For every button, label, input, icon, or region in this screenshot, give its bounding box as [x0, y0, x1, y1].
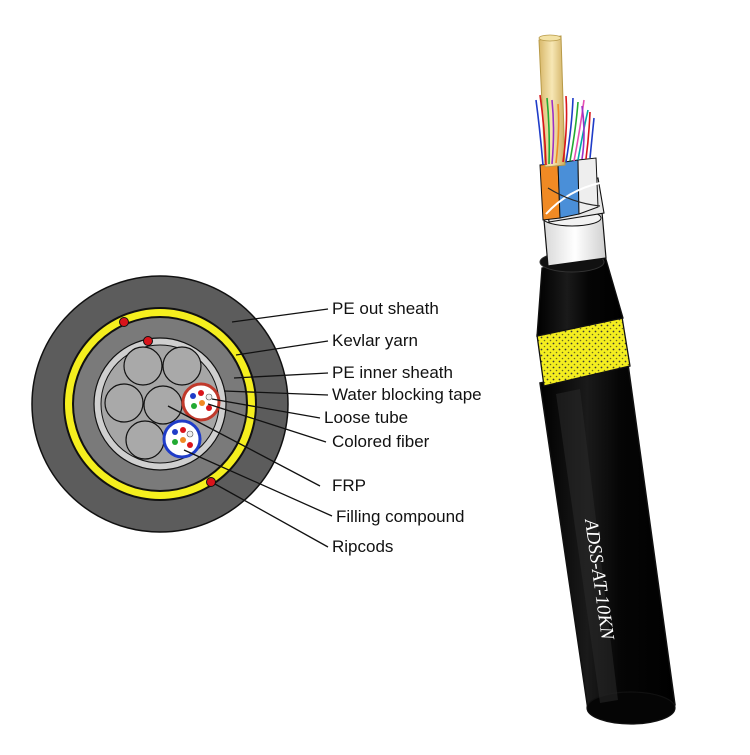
ripcord	[119, 317, 129, 327]
label-pe-inner-sheath: PE inner sheath	[332, 363, 453, 382]
label-kevlar-yarn: Kevlar yarn	[332, 331, 418, 350]
leader-lines	[167, 308, 333, 548]
frp-central-member	[143, 385, 183, 425]
loose-tube-orange	[539, 162, 561, 221]
jacket-highlight	[556, 389, 618, 703]
filler-rod	[125, 420, 165, 460]
label-colored-fiber: Colored fiber	[332, 432, 430, 451]
binder-thread	[547, 187, 601, 207]
ripcord	[206, 477, 216, 487]
filler-rod	[104, 383, 144, 423]
filler-rod	[162, 346, 202, 386]
label-water-blocking-tape: Water blocking tape	[332, 385, 482, 404]
label-ripcods: Ripcods	[332, 537, 393, 556]
loose-tube-red	[181, 382, 221, 422]
label-pe-out-sheath: PE out sheath	[332, 299, 439, 318]
label-filling-compound: Filling compound	[336, 507, 465, 526]
filler-rod	[123, 346, 163, 386]
labels: PE out sheath Kevlar yarn PE inner sheat…	[324, 299, 482, 556]
label-loose-tube: Loose tube	[324, 408, 408, 427]
colored-fibers	[535, 94, 595, 166]
loose-tube-blue	[162, 419, 202, 459]
cross-section	[31, 275, 289, 533]
loose-tube-light-blue	[557, 159, 580, 219]
label-frp: FRP	[332, 476, 366, 495]
cable-side-view: ADSS-AT-10KN	[535, 34, 676, 725]
ripcord	[143, 336, 153, 346]
binder-thread	[545, 182, 601, 215]
frp-rod-top	[538, 34, 562, 42]
